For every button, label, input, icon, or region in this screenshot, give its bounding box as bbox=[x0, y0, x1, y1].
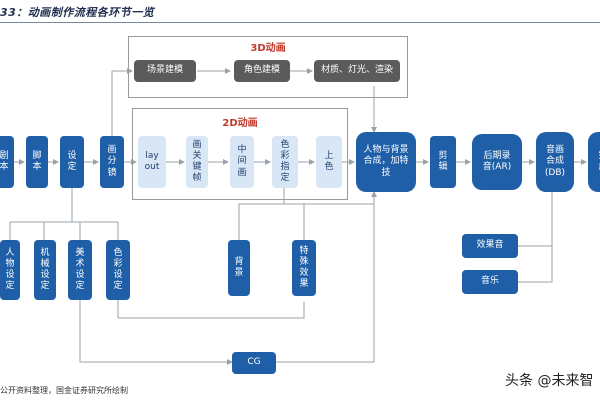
node-keyframes: 画 关 键 帧 bbox=[186, 136, 208, 188]
node-character-modeling: 角色建模 bbox=[234, 60, 290, 82]
group-3d-frame bbox=[128, 36, 408, 98]
node-av-mixing: 音画 合成 (DB) bbox=[536, 132, 574, 192]
flow-arrow bbox=[238, 191, 377, 240]
group-3d-label: 3D动画 bbox=[250, 43, 286, 54]
figure-title: 33：动画制作流程各环节一览 bbox=[0, 6, 155, 19]
node-finish-partial: 完 成 bbox=[588, 132, 600, 192]
node-coloring: 上 色 bbox=[316, 136, 342, 188]
title-divider bbox=[0, 22, 600, 23]
node-sound-effects: 效果音 bbox=[462, 234, 518, 258]
node-script-partial: 剧 本 bbox=[0, 136, 14, 188]
node-screenplay: 脚 本 bbox=[26, 136, 48, 188]
node-color-spec: 色 彩 指 定 bbox=[272, 136, 298, 188]
node-cg: CG bbox=[232, 352, 276, 374]
node-storyboard: 画 分 镜 bbox=[100, 136, 124, 188]
node-music: 音乐 bbox=[462, 270, 518, 294]
flow-arrow bbox=[79, 300, 233, 365]
node-compositing: 人物与背景 合成，加特 技 bbox=[356, 132, 416, 192]
source-note: 公开资料整理，国金证券研究所绘制 bbox=[0, 386, 128, 395]
node-scene-modeling: 场景建模 bbox=[134, 60, 196, 82]
flow-arrow bbox=[111, 68, 133, 138]
node-post-recording: 后期录 音(AR) bbox=[472, 134, 522, 190]
node-character-design: 人 物 设 定 bbox=[0, 240, 20, 300]
node-mechanical-design: 机 械 设 定 bbox=[34, 240, 56, 300]
node-background: 背 景 bbox=[228, 240, 250, 296]
node-material-light-render: 材质、灯光、渲染 bbox=[314, 60, 400, 82]
watermark: 头条 @未来智 bbox=[505, 373, 594, 389]
node-inbetween: 中 间 画 bbox=[230, 136, 254, 188]
node-color-design: 色 彩 设 定 bbox=[106, 240, 130, 300]
group-2d-frame bbox=[132, 108, 348, 200]
node-setting: 设 定 bbox=[60, 136, 84, 188]
node-art-design: 美 术 设 定 bbox=[68, 240, 92, 300]
group-2d-label: 2D动画 bbox=[222, 118, 258, 129]
node-special-effects: 特 殊 效 果 bbox=[292, 240, 316, 296]
branch-line bbox=[518, 188, 553, 247]
node-editing: 剪 辑 bbox=[430, 136, 456, 188]
node-layout: lay out bbox=[138, 136, 166, 188]
